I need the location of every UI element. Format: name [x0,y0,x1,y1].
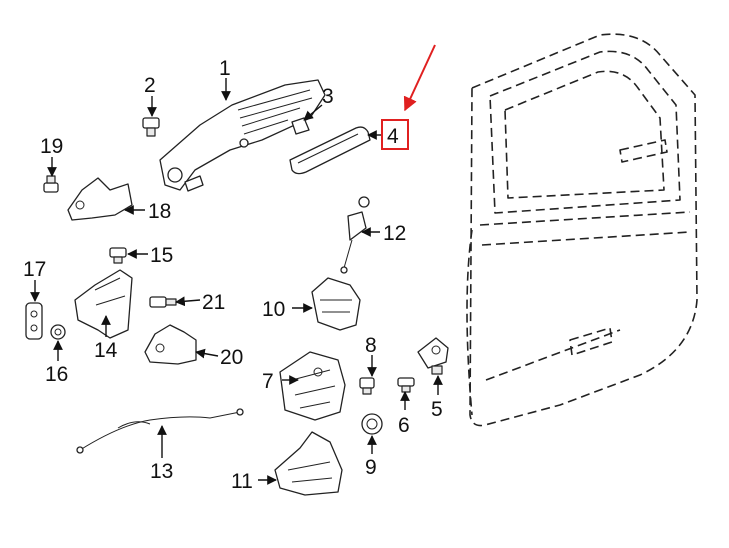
part-12-lock-rod [340,196,370,274]
part-9-grommet [361,413,383,435]
callout-2: 2 [144,74,156,97]
part-1-handle-bracket [159,79,326,192]
rear-door-outline [466,33,698,427]
callout-10: 10 [262,298,285,321]
part-5-striker [417,337,449,375]
part-4-handle-cover [289,126,371,175]
part-18-upper-hinge [67,177,133,221]
part-11-bracket [274,431,343,496]
callout-7: 7 [262,370,274,393]
callout-17: 17 [23,258,46,281]
callout-18: 18 [148,200,171,223]
leader-lines [30,78,443,485]
part-17-bumper [25,302,43,340]
part-2-bolt [142,117,160,137]
part-8-bolt [359,377,375,395]
callout-14: 14 [94,339,118,362]
part-20-lower-hinge [144,324,197,365]
callout-8: 8 [365,334,377,357]
callout-19: 19 [40,135,63,158]
callout-9: 9 [365,456,377,479]
highlight-part-4 [381,44,436,150]
callout-4: 4 [387,125,399,148]
callout-5: 5 [431,398,443,421]
part-13-cable [76,408,244,454]
callout-1: 1 [219,57,231,80]
highlight-arrow [403,44,436,112]
callout-6: 6 [398,414,410,437]
callout-13: 13 [150,460,173,483]
part-7-latch [279,351,346,421]
highlight-box [381,119,409,150]
callout-11: 11 [231,470,253,493]
callout-3: 3 [322,85,334,108]
part-14-check-strap [74,269,133,339]
callout-15: 15 [150,244,173,267]
part-10-actuator [311,277,361,331]
part-21-bolt [149,296,177,308]
part-6-screw [397,377,415,393]
part-15-bolt [109,247,127,264]
callout-labels: 1 2 3 4 5 6 7 8 9 10 11 12 13 14 15 16 1… [23,57,443,493]
part-19-bolt [43,175,59,193]
callout-20: 20 [220,346,243,369]
part-16-nut [50,324,66,340]
callout-21: 21 [202,291,225,314]
callout-12: 12 [383,222,406,245]
callout-16: 16 [45,363,68,386]
part-3-clip [291,117,310,135]
